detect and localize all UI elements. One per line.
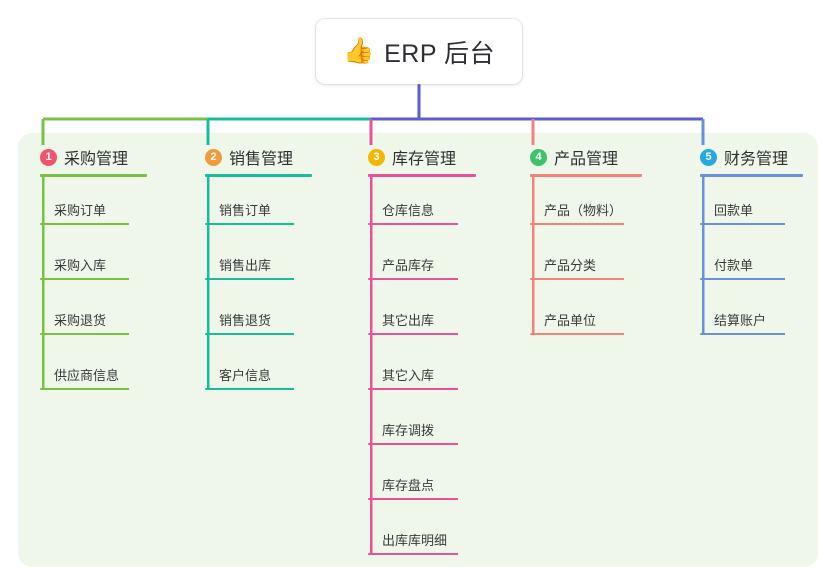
leaf-item[interactable]: 采购退货 bbox=[40, 310, 129, 335]
leaf-underline bbox=[40, 223, 129, 225]
leaf-label: 采购入库 bbox=[54, 258, 107, 273]
leaf-underline bbox=[205, 333, 294, 335]
leaf-underline bbox=[40, 388, 129, 390]
branch-title-5: 财务管理 bbox=[724, 151, 789, 168]
branch-header-4[interactable]: 4 产品管理 bbox=[530, 146, 642, 168]
leaf-underline bbox=[530, 278, 624, 280]
leaf-item[interactable]: 付款单 bbox=[700, 255, 785, 280]
leaf-item[interactable]: 销售退货 bbox=[205, 310, 294, 335]
leaf-item[interactable]: 采购入库 bbox=[40, 255, 129, 280]
leaf-underline bbox=[40, 333, 129, 335]
branch-badge-1: 1 bbox=[40, 148, 57, 166]
leaf-item[interactable]: 仓库信息 bbox=[368, 200, 458, 225]
leaf-item[interactable]: 产品分类 bbox=[530, 255, 624, 280]
leaf-item[interactable]: 客户信息 bbox=[205, 365, 294, 390]
branch-badge-4: 4 bbox=[530, 148, 547, 166]
leaf-item[interactable]: 其它入库 bbox=[368, 365, 458, 390]
leaf-item[interactable]: 库存调拨 bbox=[368, 420, 458, 445]
leaf-underline bbox=[205, 278, 294, 280]
branch-badge-3: 3 bbox=[368, 148, 385, 166]
leaf-underline bbox=[700, 333, 785, 335]
branch-column-5: 5 财务管理 bbox=[700, 146, 803, 177]
root-title: ERP 后台 bbox=[384, 39, 496, 68]
leaf-underline bbox=[530, 223, 624, 225]
branch-title-4: 产品管理 bbox=[554, 151, 619, 168]
branch-column-3: 3 库存管理 bbox=[368, 146, 476, 177]
leaf-label: 采购退货 bbox=[54, 313, 107, 328]
leaf-item[interactable]: 产品（物料） bbox=[530, 200, 624, 225]
leaf-item[interactable]: 回款单 bbox=[700, 200, 785, 225]
leaf-underline bbox=[368, 553, 458, 555]
leaf-item[interactable]: 销售出库 bbox=[205, 255, 294, 280]
leaf-label: 其它入库 bbox=[382, 368, 435, 383]
branch-column-1: 1 采购管理 bbox=[40, 146, 147, 177]
leaf-label: 库存盘点 bbox=[382, 478, 435, 493]
leaf-item[interactable]: 库存盘点 bbox=[368, 475, 458, 500]
branch-underline-2 bbox=[205, 174, 312, 177]
leaf-label: 其它出库 bbox=[382, 313, 435, 328]
leaf-item[interactable]: 其它出库 bbox=[368, 310, 458, 335]
branch-header-5[interactable]: 5 财务管理 bbox=[700, 146, 803, 168]
branch-header-1[interactable]: 1 采购管理 bbox=[40, 146, 147, 168]
leaf-label: 出库库明细 bbox=[382, 533, 448, 548]
leaf-label: 销售退货 bbox=[219, 313, 272, 328]
leaf-label: 产品单位 bbox=[544, 313, 597, 328]
leaf-underline bbox=[368, 498, 458, 500]
leaf-label: 结算账户 bbox=[714, 313, 767, 328]
branch-underline-1 bbox=[40, 174, 147, 177]
leaf-underline bbox=[368, 333, 458, 335]
branch-title-3: 库存管理 bbox=[392, 151, 457, 168]
leaf-label: 产品分类 bbox=[544, 258, 597, 273]
leaf-underline bbox=[368, 388, 458, 390]
leaf-underline bbox=[700, 223, 785, 225]
leaf-label: 销售订单 bbox=[219, 203, 272, 218]
leaf-underline bbox=[40, 278, 129, 280]
branch-title-2: 销售管理 bbox=[229, 151, 294, 168]
leaf-item[interactable]: 产品库存 bbox=[368, 255, 458, 280]
root-node[interactable]: 👍 ERP 后台 bbox=[316, 19, 522, 84]
leaf-label: 销售出库 bbox=[219, 258, 272, 273]
branch-column-4: 4 产品管理 bbox=[530, 146, 642, 177]
leaf-item[interactable]: 销售订单 bbox=[205, 200, 294, 225]
leaf-underline bbox=[530, 333, 624, 335]
branch-underline-5 bbox=[700, 174, 803, 177]
leaf-label: 回款单 bbox=[714, 203, 754, 218]
branch-badge-5: 5 bbox=[700, 148, 717, 166]
branch-header-3[interactable]: 3 库存管理 bbox=[368, 146, 476, 168]
thumbs-up-icon: 👍 bbox=[342, 37, 375, 65]
leaf-label: 产品（物料） bbox=[544, 203, 623, 218]
leaf-underline bbox=[368, 223, 458, 225]
leaf-item[interactable]: 采购订单 bbox=[40, 200, 129, 225]
leaf-label: 供应商信息 bbox=[54, 368, 120, 383]
leaf-item[interactable]: 产品单位 bbox=[530, 310, 624, 335]
leaf-underline bbox=[368, 443, 458, 445]
leaf-underline bbox=[368, 278, 458, 280]
leaf-label: 产品库存 bbox=[382, 258, 435, 273]
leaf-label: 付款单 bbox=[714, 258, 754, 273]
branch-badge-2: 2 bbox=[205, 148, 222, 166]
leaf-underline bbox=[205, 223, 294, 225]
branch-title-1: 采购管理 bbox=[64, 151, 129, 168]
leaf-underline bbox=[205, 388, 294, 390]
branch-underline-4 bbox=[530, 174, 642, 177]
leaf-underline bbox=[700, 278, 785, 280]
branch-header-2[interactable]: 2 销售管理 bbox=[205, 146, 312, 168]
leaf-label: 库存调拨 bbox=[382, 423, 435, 438]
branch-underline-3 bbox=[368, 174, 476, 177]
branch-column-2: 2 销售管理 bbox=[205, 146, 312, 177]
leaf-item[interactable]: 出库库明细 bbox=[368, 530, 458, 555]
leaf-label: 仓库信息 bbox=[382, 203, 435, 218]
leaf-label: 客户信息 bbox=[219, 368, 272, 383]
branches-panel bbox=[18, 133, 818, 567]
leaf-item[interactable]: 结算账户 bbox=[700, 310, 785, 335]
leaf-item[interactable]: 供应商信息 bbox=[40, 365, 129, 390]
leaf-label: 采购订单 bbox=[54, 203, 107, 218]
